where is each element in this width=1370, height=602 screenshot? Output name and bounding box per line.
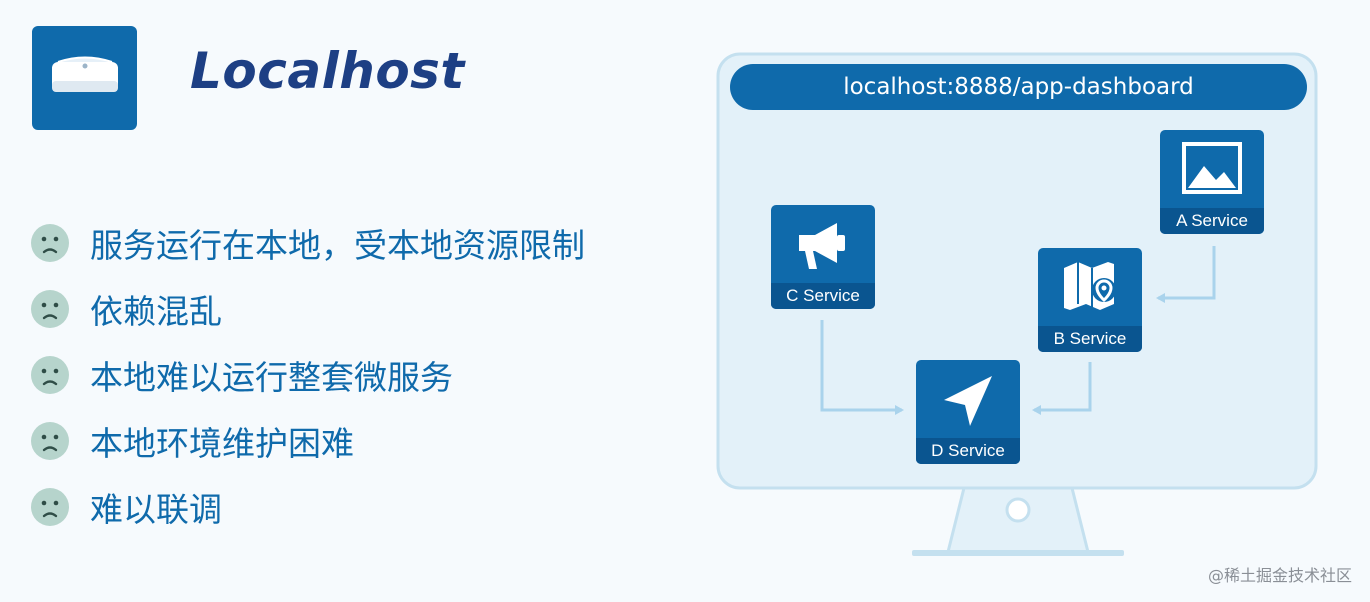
- list-item: 依赖混乱: [30, 284, 670, 334]
- service-label: D Service: [916, 438, 1020, 464]
- monitor: localhost:8888/app-dashboard A Service B…: [716, 52, 1320, 562]
- sad-face-icon: [31, 356, 69, 394]
- sad-face-icon: [31, 488, 69, 526]
- map-pin-icon: [1064, 262, 1116, 310]
- watermark: @稀土掘金技术社区: [1207, 566, 1352, 585]
- service-label: A Service: [1160, 208, 1264, 234]
- sad-face-icon: [31, 422, 69, 460]
- list-item: 本地环境维护困难: [30, 416, 670, 466]
- service-node-b[interactable]: B Service: [1038, 248, 1142, 352]
- arrow-b-to-d: [1032, 362, 1092, 415]
- sad-face-icon: [31, 290, 69, 328]
- list-item-text: 依赖混乱: [90, 292, 222, 331]
- arrow-c-to-d: [820, 320, 904, 415]
- megaphone-icon: [799, 223, 845, 269]
- address-url: localhost:8888/app-dashboard: [843, 74, 1194, 100]
- service-label: C Service: [771, 283, 875, 309]
- list-item: 难以联调: [30, 482, 670, 532]
- page-title: Localhost: [190, 42, 465, 100]
- arrow-a-to-b: [1156, 246, 1216, 303]
- service-label: B Service: [1038, 326, 1142, 352]
- list-item: 服务运行在本地，受本地资源限制: [30, 218, 670, 268]
- send-icon: [944, 376, 992, 426]
- sad-face-icon: [31, 224, 69, 262]
- server-box-icon: [32, 26, 137, 130]
- service-node-d[interactable]: D Service: [916, 360, 1020, 464]
- address-bar[interactable]: localhost:8888/app-dashboard: [730, 64, 1307, 110]
- service-node-a[interactable]: A Service: [1160, 130, 1264, 234]
- list-item-text: 服务运行在本地，受本地资源限制: [90, 226, 585, 265]
- list-item-text: 难以联调: [90, 490, 222, 529]
- list-item-text: 本地难以运行整套微服务: [90, 358, 453, 397]
- service-node-c[interactable]: C Service: [771, 205, 875, 309]
- image-icon: [1182, 142, 1242, 194]
- list-item-text: 本地环境维护困难: [90, 424, 354, 463]
- list-item: 本地难以运行整套微服务: [30, 350, 670, 400]
- flow-arrows: [820, 246, 1216, 415]
